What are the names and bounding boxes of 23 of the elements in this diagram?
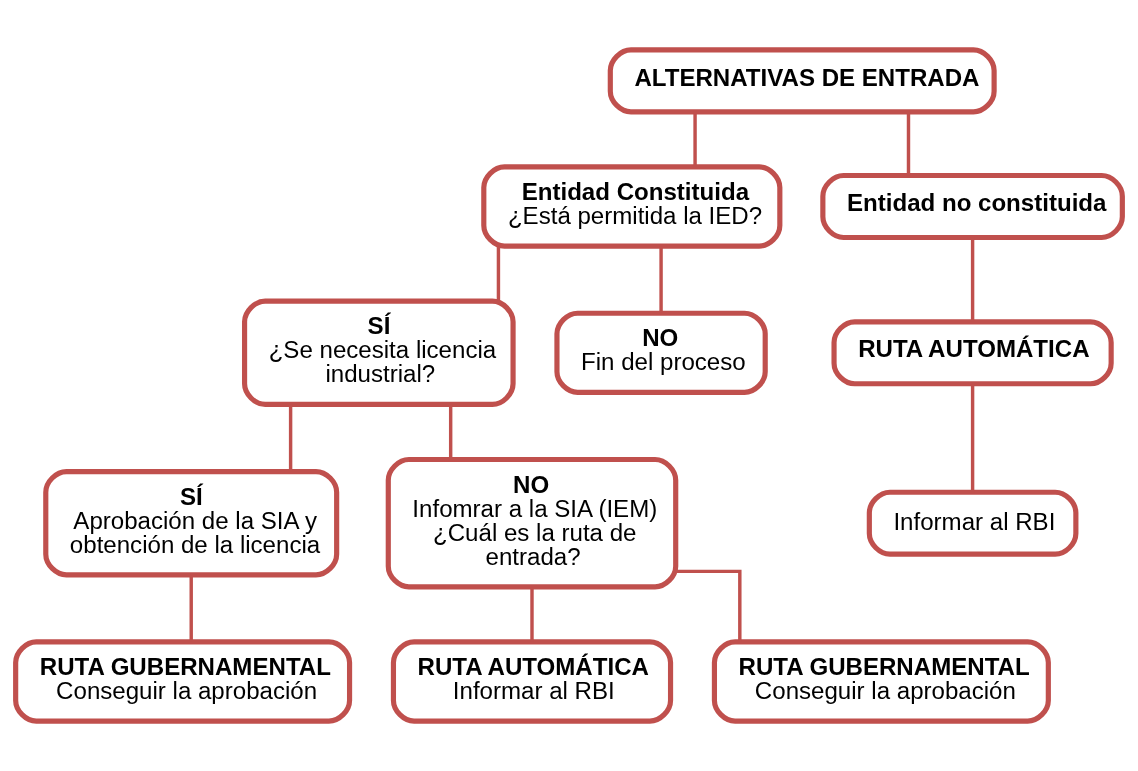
node-box: RUTA GUBERNAMENTAL Conseguir la aprobación [13,639,353,724]
node-box: Entidad no constituida [820,172,1125,241]
node-box: ALTERNATIVAS DE ENTRADA [607,47,997,115]
connector [970,384,975,493]
connector [693,111,697,167]
connector [675,569,742,642]
node-box: SÍ ¿Se necesita licencia industrial? [242,298,516,407]
node-box: SÍ Aprobación de la SIA y obtención de la licencia [43,469,340,578]
connector [496,246,501,301]
connector [288,404,293,472]
connector [659,246,663,313]
connector [906,111,911,176]
node-box: Entidad Constituida ¿Está permitida la IED? [481,164,783,249]
node-box: RUTA GUBERNAMENTAL Conseguir la aprobación [711,639,1051,724]
connector [970,237,975,322]
node-box: Informar al RBI [866,489,1079,557]
node-box: NO Infomrar a la SIA (IEM) ¿Cuál es la ruta de entrada? [385,456,679,590]
node-box: RUTA AUTOMÁTICA Informar al RBI [390,639,674,724]
node-box: RUTA AUTOMÁTICA [831,319,1114,387]
connector [189,575,193,642]
connector [448,404,453,460]
node-box: NO Fin del proceso [554,310,768,395]
connector [530,587,534,642]
